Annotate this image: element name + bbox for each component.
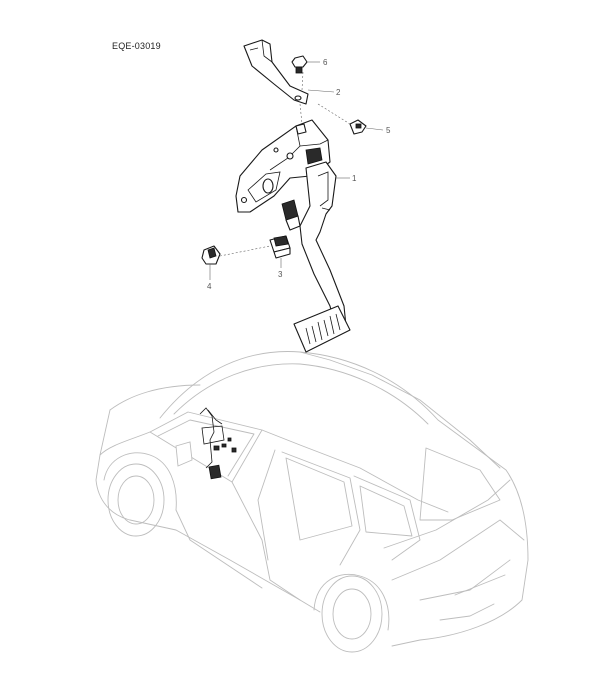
callout-number-1: 1 — [352, 174, 357, 183]
callout-number-6: 6 — [323, 58, 328, 67]
callout-4: 4 — [207, 264, 212, 291]
pedal-assembly-part — [235, 119, 351, 353]
bracket-part — [243, 39, 309, 105]
callout-number-3: 3 — [278, 270, 283, 279]
callout-5: 5 — [365, 126, 391, 135]
callout-2: 2 — [307, 88, 341, 97]
callout-number-2: 2 — [336, 88, 341, 97]
callout-number-4: 4 — [207, 282, 212, 291]
nut-part — [291, 55, 308, 74]
switch-part — [269, 235, 291, 259]
pedal-location-marker — [199, 407, 237, 480]
retainer-part — [201, 245, 221, 265]
callout-1: 1 — [336, 174, 357, 183]
drawing-code: EQE-03019 — [112, 41, 161, 51]
callout-6: 6 — [307, 58, 328, 67]
vehicle-outline — [95, 351, 529, 653]
callout-3: 3 — [278, 258, 283, 279]
callout-number-5: 5 — [386, 126, 391, 135]
clip-part — [349, 119, 367, 135]
